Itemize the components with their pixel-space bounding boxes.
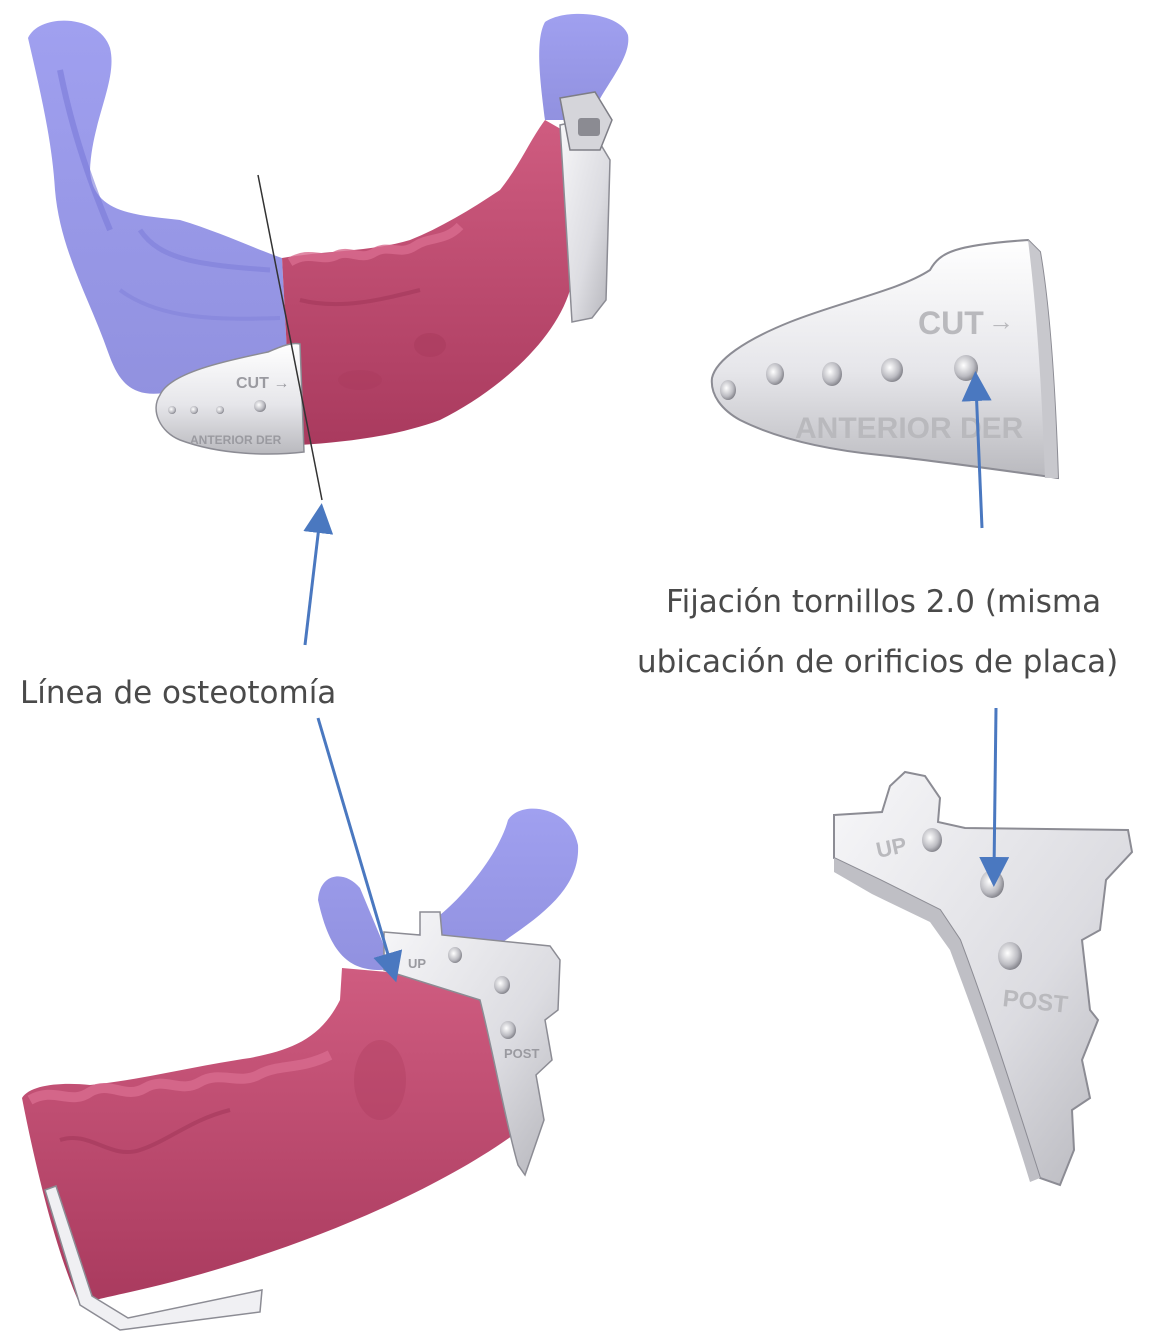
screw-hole (822, 362, 842, 386)
guide-text-cut: CUT (918, 305, 984, 341)
screw-hole (998, 942, 1022, 970)
svg-text:UP: UP (408, 956, 426, 971)
svg-text:CUT →: CUT → (236, 375, 289, 392)
guide-text-cut-arrow: → (988, 306, 1014, 336)
screw-hole (720, 380, 736, 400)
mandible-resected-region (22, 968, 520, 1305)
svg-text:ANTERIOR DER: ANTERIOR DER (190, 433, 282, 447)
screw-hole (954, 355, 978, 381)
label-fixation-line2: ubicación de orificios de placa) (637, 644, 1118, 680)
mandible-lateral-view: UP POST (22, 809, 578, 1330)
label-osteotomy: Línea de osteotomía (20, 675, 336, 711)
screw-hole (881, 358, 903, 382)
anterior-cutting-guide: CUT → ANTERIOR DER (712, 240, 1058, 478)
screw-hole (980, 870, 1004, 898)
mandible-frontal-view: CUT → ANTERIOR DER (28, 14, 628, 500)
mandible-resected-region (282, 120, 584, 445)
posterior-cutting-guide: UP POST (834, 772, 1132, 1185)
label-fixation-line1: Fijación tornillos 2.0 (misma (666, 584, 1101, 620)
arrow-to-osteotomy-top (305, 518, 320, 645)
svg-text:POST: POST (504, 1046, 539, 1061)
mandible-preserved-region (28, 21, 288, 394)
arrow-to-posterior-hole (994, 708, 996, 872)
guide-text-anterior-der: ANTERIOR DER (795, 412, 1024, 445)
screw-hole (922, 828, 942, 852)
screw-hole (766, 363, 784, 385)
